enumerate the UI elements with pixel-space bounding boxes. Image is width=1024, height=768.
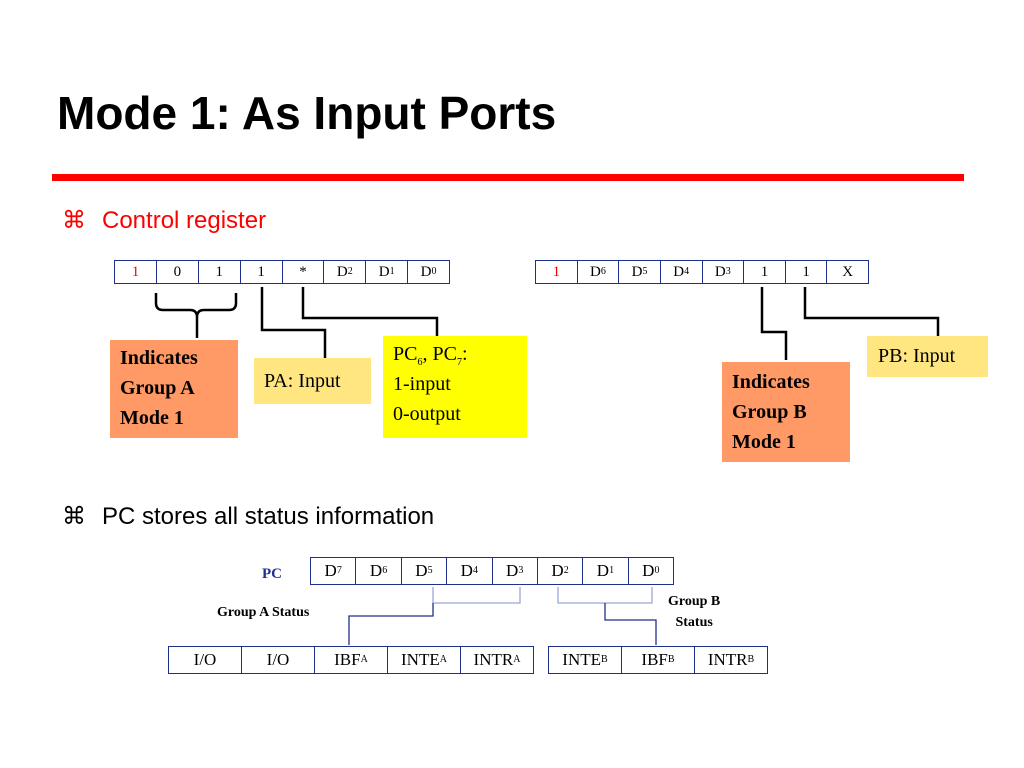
group-b-status-line1: Group B: [668, 594, 721, 609]
bullet-control-register: ⌘ Control register: [62, 209, 266, 233]
pc-group-a-bracket: [432, 587, 521, 604]
group-a-mode-line2: Group A: [120, 377, 195, 399]
brace-group-a: [154, 293, 238, 318]
pa-input-label: PA: Input: [264, 370, 341, 392]
pc-register-label: PC: [262, 566, 282, 582]
control-register-b-bit-cell: 1: [786, 261, 828, 283]
group-b-mode-line2: Group B: [732, 401, 807, 423]
group-b-mode-line3: Mode 1: [732, 431, 796, 453]
control-register-b-bit-cell: 1: [536, 261, 578, 283]
group-a-status-line: [348, 603, 434, 645]
group-b-mode-line1: Indicates: [732, 371, 810, 393]
indicates-group-a-mode-box: Indicates Group A Mode 1: [110, 340, 238, 438]
control-register-a-bit-cell: *: [283, 261, 325, 283]
control-register-a-bit-cell: 1: [241, 261, 283, 283]
pc67-box: PC6, PC7: 1-input 0-output: [383, 336, 527, 438]
group-a-mode-line1: Indicates: [120, 347, 198, 369]
bullet-pc-status: ⌘ PC stores all status information: [62, 505, 434, 529]
pc67-line2: 1-input: [393, 373, 451, 395]
pa-input-box: PA: Input: [254, 358, 371, 404]
pb-input-label: PB: Input: [878, 345, 956, 367]
bullet-text: Control register: [102, 207, 267, 234]
control-register-b-bit-cell: 1: [744, 261, 786, 283]
bullet-text: PC stores all status information: [102, 503, 435, 530]
command-bullet-icon: ⌘: [62, 503, 86, 530]
pa-connector: [260, 287, 327, 358]
page-title: Mode 1: As Input Ports: [57, 87, 557, 139]
control-register-a-bit-cell: 1: [115, 261, 157, 283]
pb-connector: [803, 287, 940, 336]
group-a-mode-line3: Mode 1: [120, 407, 184, 429]
group-b-status-label: Group B Status: [668, 591, 720, 633]
group-b-mode-connector: [760, 287, 788, 360]
control-register-a-bit-cell: 0: [157, 261, 199, 283]
group-a-status-label: Group A Status: [217, 605, 310, 620]
group-b-status-line2: Status: [675, 615, 713, 630]
pc67-connector: [301, 287, 439, 336]
pb-input-box: PB: Input: [867, 336, 988, 377]
title-divider: [52, 174, 964, 181]
pc67-line3: 0-output: [393, 403, 461, 425]
group-a-status-cell: I/O: [242, 647, 315, 673]
control-register-b-bit-cell: X: [842, 263, 854, 280]
group-a-status-cell: I/O: [169, 647, 242, 673]
command-bullet-icon: ⌘: [62, 207, 86, 234]
control-register-a-bit-cell: 1: [199, 261, 241, 283]
indicates-group-b-mode-box: Indicates Group B Mode 1: [722, 362, 850, 462]
pc67-line1: PC6, PC7:: [393, 343, 468, 368]
pc-group-b-bracket: [557, 587, 653, 604]
group-b-status-line: [604, 603, 657, 645]
